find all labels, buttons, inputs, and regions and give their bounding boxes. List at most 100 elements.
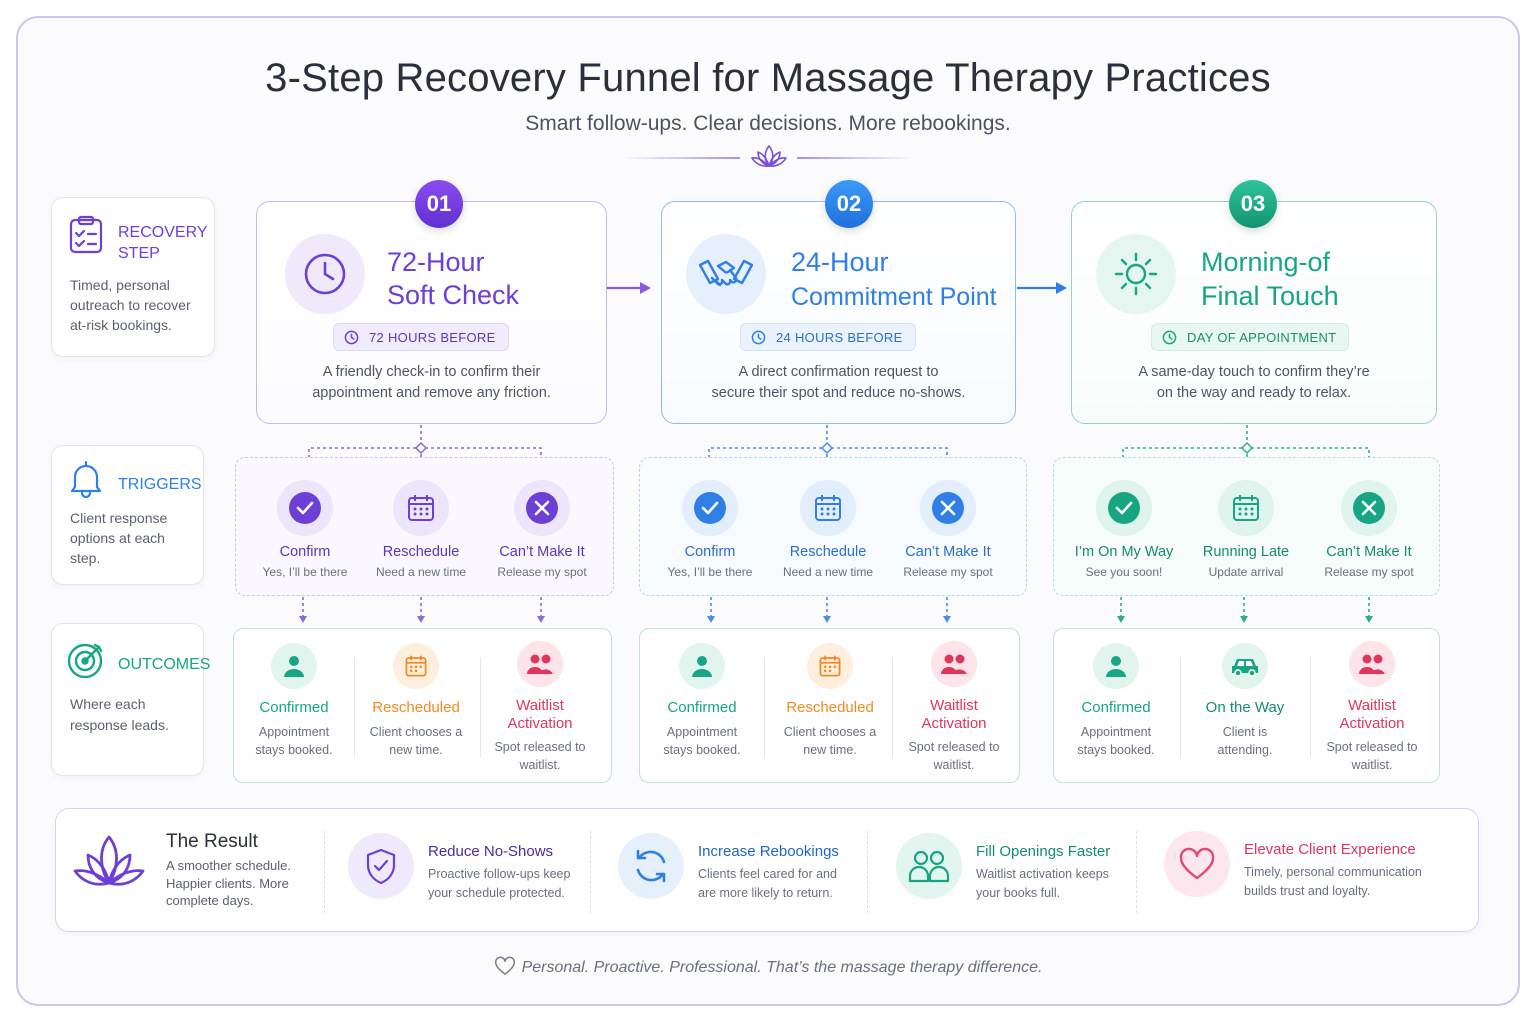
person-icon <box>284 656 304 677</box>
result-panel: The Result A smoother schedule. Happier … <box>55 808 1479 932</box>
step-title-line-2: Final Touch <box>1201 281 1339 311</box>
calendar-icon <box>408 495 434 521</box>
outcome-title-line-2: Activation <box>1339 715 1405 732</box>
footer-tagline: Personal. Proactive. Professional. That’… <box>0 956 1536 977</box>
trigger-subtitle: Release my spot <box>497 565 587 579</box>
calendar-icon <box>1233 495 1259 521</box>
legend-outcomes-desc-2: response leads. <box>70 717 169 733</box>
check-icon <box>289 492 321 524</box>
result-item-desc-line-1: Timely, personal communication <box>1244 865 1422 879</box>
outcome-desc-line-2: stays booked. <box>255 743 333 757</box>
outcome-title-line-1: Waitlist <box>1348 697 1396 714</box>
outcome-icon-circle <box>1093 643 1139 689</box>
outcome-title: Confirmed <box>1081 699 1151 716</box>
trigger-option-confirm[interactable]: Confirm Yes, I’ll be there <box>250 480 360 579</box>
result-item-title: Elevate Client Experience <box>1244 841 1416 858</box>
outcome-desc-line-2: waitlist. <box>1351 758 1393 772</box>
step-card-24-hour: 02 24-Hour Commitment Point 24 HOURS BEF… <box>661 180 1016 424</box>
title-divider-left <box>620 157 740 159</box>
step-timing-label: 24 HOURS BEFORE <box>776 329 903 345</box>
result-item-desc-line-2: are more likely to return. <box>698 886 833 900</box>
shield-icon <box>366 848 396 885</box>
trigger-option-reschedule[interactable]: Reschedule Need a new time <box>773 480 883 579</box>
legend-outcomes-title: OUTCOMES <box>118 656 211 673</box>
step-card-morning-of: 03 Morning-of Final Touch DAY OF APPOINT… <box>1071 180 1437 424</box>
step-title-line-1: 24-Hour <box>791 247 889 277</box>
result-item-title: Increase Rebookings <box>698 843 839 860</box>
outcome-title: On the Way <box>1205 699 1285 716</box>
step-badge: 02 <box>825 180 873 228</box>
step-timing-label: 72 HOURS BEFORE <box>369 329 496 345</box>
result-desc-line-2: Happier clients. More <box>166 875 289 891</box>
trigger-option-cant-make-it[interactable]: Can’t Make It Release my spot <box>487 480 597 579</box>
outcome-desc-line-1: Client chooses a <box>783 725 877 739</box>
page-subtitle: Smart follow-ups. Clear decisions. More … <box>525 112 1011 135</box>
legend-recovery-desc-1: Timed, personal <box>70 277 170 293</box>
result-item-desc-line-2: your books full. <box>976 886 1061 900</box>
x-icon <box>1353 492 1385 524</box>
trigger-option-on-my-way[interactable]: I’m On My Way See you soon! <box>1069 480 1179 579</box>
legend-triggers-desc-1: Client response <box>70 510 168 526</box>
result-item-title: Fill Openings Faster <box>976 843 1111 860</box>
trigger-icon-circle <box>514 480 570 536</box>
lotus-icon <box>751 145 787 167</box>
outcome-desc-line-1: Appointment <box>1080 725 1152 739</box>
outcome-on-the-way: On the Way Client is attending. <box>1185 643 1305 759</box>
people-icon <box>908 850 950 883</box>
check-icon <box>694 492 726 524</box>
calendar-icon <box>819 655 841 677</box>
check-icon <box>1108 492 1140 524</box>
step-description-line-2: on the way and ready to relax. <box>1156 385 1352 401</box>
outcome-divider <box>354 657 355 757</box>
outcome-icon-circle <box>1349 641 1395 687</box>
step-badge: 01 <box>415 180 463 228</box>
trigger-group-step-2: Confirm Yes, I’ll be there Reschedule Ne… <box>639 457 1027 596</box>
outcome-desc-line-2: attending. <box>1217 743 1273 757</box>
result-item-desc: Clients feel cared for and are more likel… <box>698 865 848 903</box>
legend-outcomes: OUTCOMES Where each response leads. <box>51 623 210 776</box>
trigger-icon-circle <box>800 480 856 536</box>
outcome-title-line-1: Waitlist <box>930 697 978 714</box>
clock-icon <box>304 253 346 295</box>
lotus-icon <box>73 835 145 886</box>
step-badge: 03 <box>1229 180 1277 228</box>
x-icon <box>932 492 964 524</box>
trigger-option-confirm[interactable]: Confirm Yes, I’ll be there <box>655 480 765 579</box>
legend-recovery-title-2: STEP <box>118 245 160 262</box>
result-icon-circle <box>348 833 414 899</box>
clock-icon <box>751 330 766 344</box>
result-title: The Result <box>166 831 258 852</box>
outcome-desc-line-2: new time. <box>389 743 443 757</box>
step-icon-circle <box>1096 234 1176 314</box>
step-description-line-1: A friendly check-in to confirm their <box>322 364 541 380</box>
people-icon <box>1359 654 1385 674</box>
step-description-line-1: A same-day touch to confirm they’re <box>1138 364 1370 380</box>
step-timing-label: DAY OF APPOINTMENT <box>1187 329 1337 345</box>
trigger-option-cant-make-it[interactable]: Can’t Make It Release my spot <box>1314 480 1424 579</box>
footer-text: Personal. Proactive. Professional. That’… <box>521 959 1043 976</box>
trigger-option-running-late[interactable]: Running Late Update arrival <box>1191 480 1301 579</box>
result-icon-circle <box>896 833 962 899</box>
trigger-title: Running Late <box>1202 544 1290 560</box>
trigger-title: Reschedule <box>789 544 867 560</box>
legend-recovery-desc-3: at-risk bookings. <box>70 317 172 333</box>
trigger-option-cant-make-it[interactable]: Can’t Make It Release my spot <box>893 480 1003 579</box>
trigger-option-reschedule[interactable]: Reschedule Need a new time <box>366 480 476 579</box>
calendar-icon <box>815 495 841 521</box>
bell-icon <box>70 460 102 498</box>
trigger-subtitle: See you soon! <box>1085 565 1163 579</box>
legend-triggers: TRIGGERS Client response options at each… <box>51 445 204 585</box>
outcome-desc-line-1: Client is <box>1222 725 1268 739</box>
outcome-icon-circle <box>393 643 439 689</box>
result-item-desc-line-1: Proactive follow-ups keep <box>428 867 571 881</box>
result-item-desc-line-1: Clients feel cared for and <box>698 867 837 881</box>
trigger-title: Confirm <box>279 544 331 560</box>
